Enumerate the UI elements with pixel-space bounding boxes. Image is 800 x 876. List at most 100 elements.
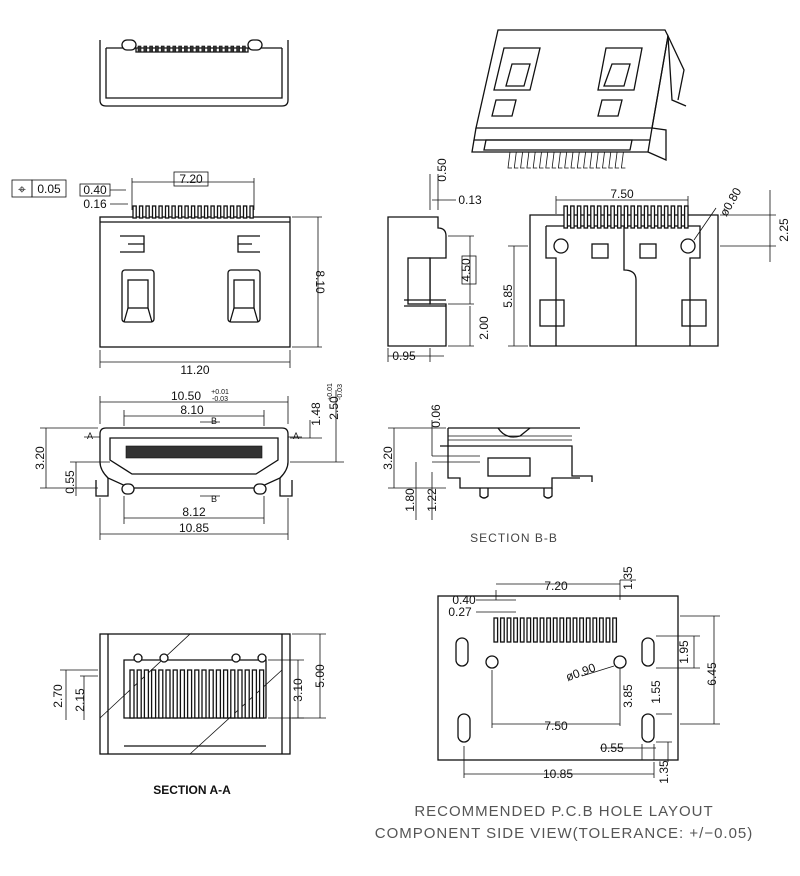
pin	[137, 45, 142, 53]
pin	[143, 45, 148, 53]
pin	[184, 45, 188, 53]
caption-section-aa: SECTION A-A	[153, 783, 231, 797]
dim-front-tab: 1.48	[309, 402, 323, 426]
dim-bb-leg2: 1.22	[425, 488, 439, 512]
pin	[158, 669, 164, 719]
side-view: 0.50 0.13 4.50 2.00 0.95	[387, 158, 491, 363]
pin	[195, 45, 200, 53]
rear-view: 7.50 ø0.80 2.25 5.85	[501, 185, 791, 347]
pin	[596, 205, 602, 229]
pin	[545, 151, 550, 169]
dim-aa-right2: 5.00	[313, 664, 327, 688]
pin	[602, 151, 607, 169]
pcb-layout: 7.20 1.35 0.40 0.27 ø0.90 1.95 6.45 1.55…	[437, 566, 720, 784]
pin	[595, 151, 601, 169]
label-b-bottom: B	[211, 494, 217, 504]
dim-front-total-w: 10.85	[179, 521, 209, 535]
pin	[158, 205, 163, 219]
pin	[178, 45, 182, 53]
pin	[186, 669, 193, 719]
label-a-right: A	[293, 431, 299, 441]
pin	[179, 669, 186, 719]
top-view: 7.20 0.40 0.16 8.10 11.20	[79, 171, 327, 377]
tolerance-frame: ⌖ 0.05	[11, 179, 67, 198]
pcb-pad	[519, 617, 525, 643]
dim-rear-span: 7.50	[610, 187, 634, 201]
dim-front-total-tol-dn: -0.03	[337, 384, 344, 400]
dim-front-shell-tol-dn: -0.03	[212, 396, 228, 403]
pin	[177, 205, 183, 219]
pcb-pad	[559, 617, 565, 643]
pin	[172, 669, 178, 719]
pin	[203, 205, 209, 219]
pin	[210, 205, 215, 219]
pcb-pad	[526, 617, 532, 643]
tolerance-value: 0.05	[37, 182, 61, 196]
pin	[570, 205, 575, 229]
dim-bb-leg1: 1.80	[403, 488, 417, 512]
pcb-pad	[552, 617, 558, 643]
pin	[526, 151, 531, 169]
pin	[143, 669, 150, 719]
pin	[230, 669, 236, 719]
pin	[563, 205, 569, 229]
pin	[576, 205, 582, 229]
pin	[539, 151, 544, 169]
pcb-pad	[539, 617, 545, 643]
pcb-pad	[612, 617, 618, 643]
dim-side-thick: 0.13	[458, 193, 482, 207]
pin	[520, 151, 525, 169]
pin	[190, 205, 196, 219]
pin	[623, 205, 629, 229]
pin	[223, 205, 228, 219]
pin	[242, 205, 248, 219]
section-aa: 2.70 2.15 3.10 5.00 SECTION A-A	[51, 633, 327, 797]
pin	[643, 205, 649, 229]
dim-side-boss: 4.50	[459, 258, 473, 282]
pcb-pad	[506, 617, 512, 643]
dim-pcb-hole-span: 7.50	[544, 719, 568, 733]
dim-pcb-hole: ø0.90	[564, 660, 598, 684]
label-a-left: A	[87, 431, 93, 441]
pin	[583, 151, 588, 169]
pcb-pad	[585, 617, 591, 643]
pin	[677, 205, 682, 229]
dim-rear-hole: ø0.80	[717, 185, 745, 219]
dim-pcb-top-right: 1.35	[621, 566, 635, 590]
pin	[663, 205, 669, 229]
dim-top-height: 8.10	[313, 270, 327, 294]
pin	[208, 669, 214, 719]
pin	[189, 45, 194, 53]
dim-front-shell: 10.50	[171, 389, 201, 403]
pin	[171, 205, 176, 219]
pin	[215, 669, 222, 719]
dim-pcb-total-h: 6.45	[705, 662, 719, 686]
pin	[213, 45, 217, 53]
label-b-top: B	[211, 416, 217, 426]
pcb-pad	[572, 617, 578, 643]
pin	[222, 669, 229, 719]
section-bb: 3.20 0.06 1.80 1.22 SECTION B-B	[381, 404, 593, 545]
pin	[160, 45, 165, 53]
contact-bump	[133, 653, 143, 663]
pin	[242, 45, 246, 53]
dim-top-pitch-span: 7.20	[179, 172, 203, 186]
pin	[551, 151, 557, 169]
pin	[216, 205, 222, 219]
dim-pcb-pitch-span: 7.20	[544, 579, 568, 593]
pcb-pad	[546, 617, 552, 643]
pin	[151, 205, 157, 219]
pcb-pad	[592, 617, 598, 643]
pin	[583, 205, 589, 229]
pin	[670, 205, 676, 229]
pcb-pad	[598, 617, 604, 643]
pin	[258, 669, 265, 719]
pin	[207, 45, 211, 53]
dim-pcb-slot-w: 0.55	[600, 741, 624, 755]
dim-aa-left2: 2.15	[73, 688, 87, 712]
dim-front-total-tol-up: +0.01	[327, 383, 334, 401]
front-view: 10.50 +0.01 -0.03 8.10 3.20 0.55 1.48 2.…	[33, 383, 344, 540]
pin	[197, 205, 202, 219]
pcb-pad	[579, 617, 585, 643]
